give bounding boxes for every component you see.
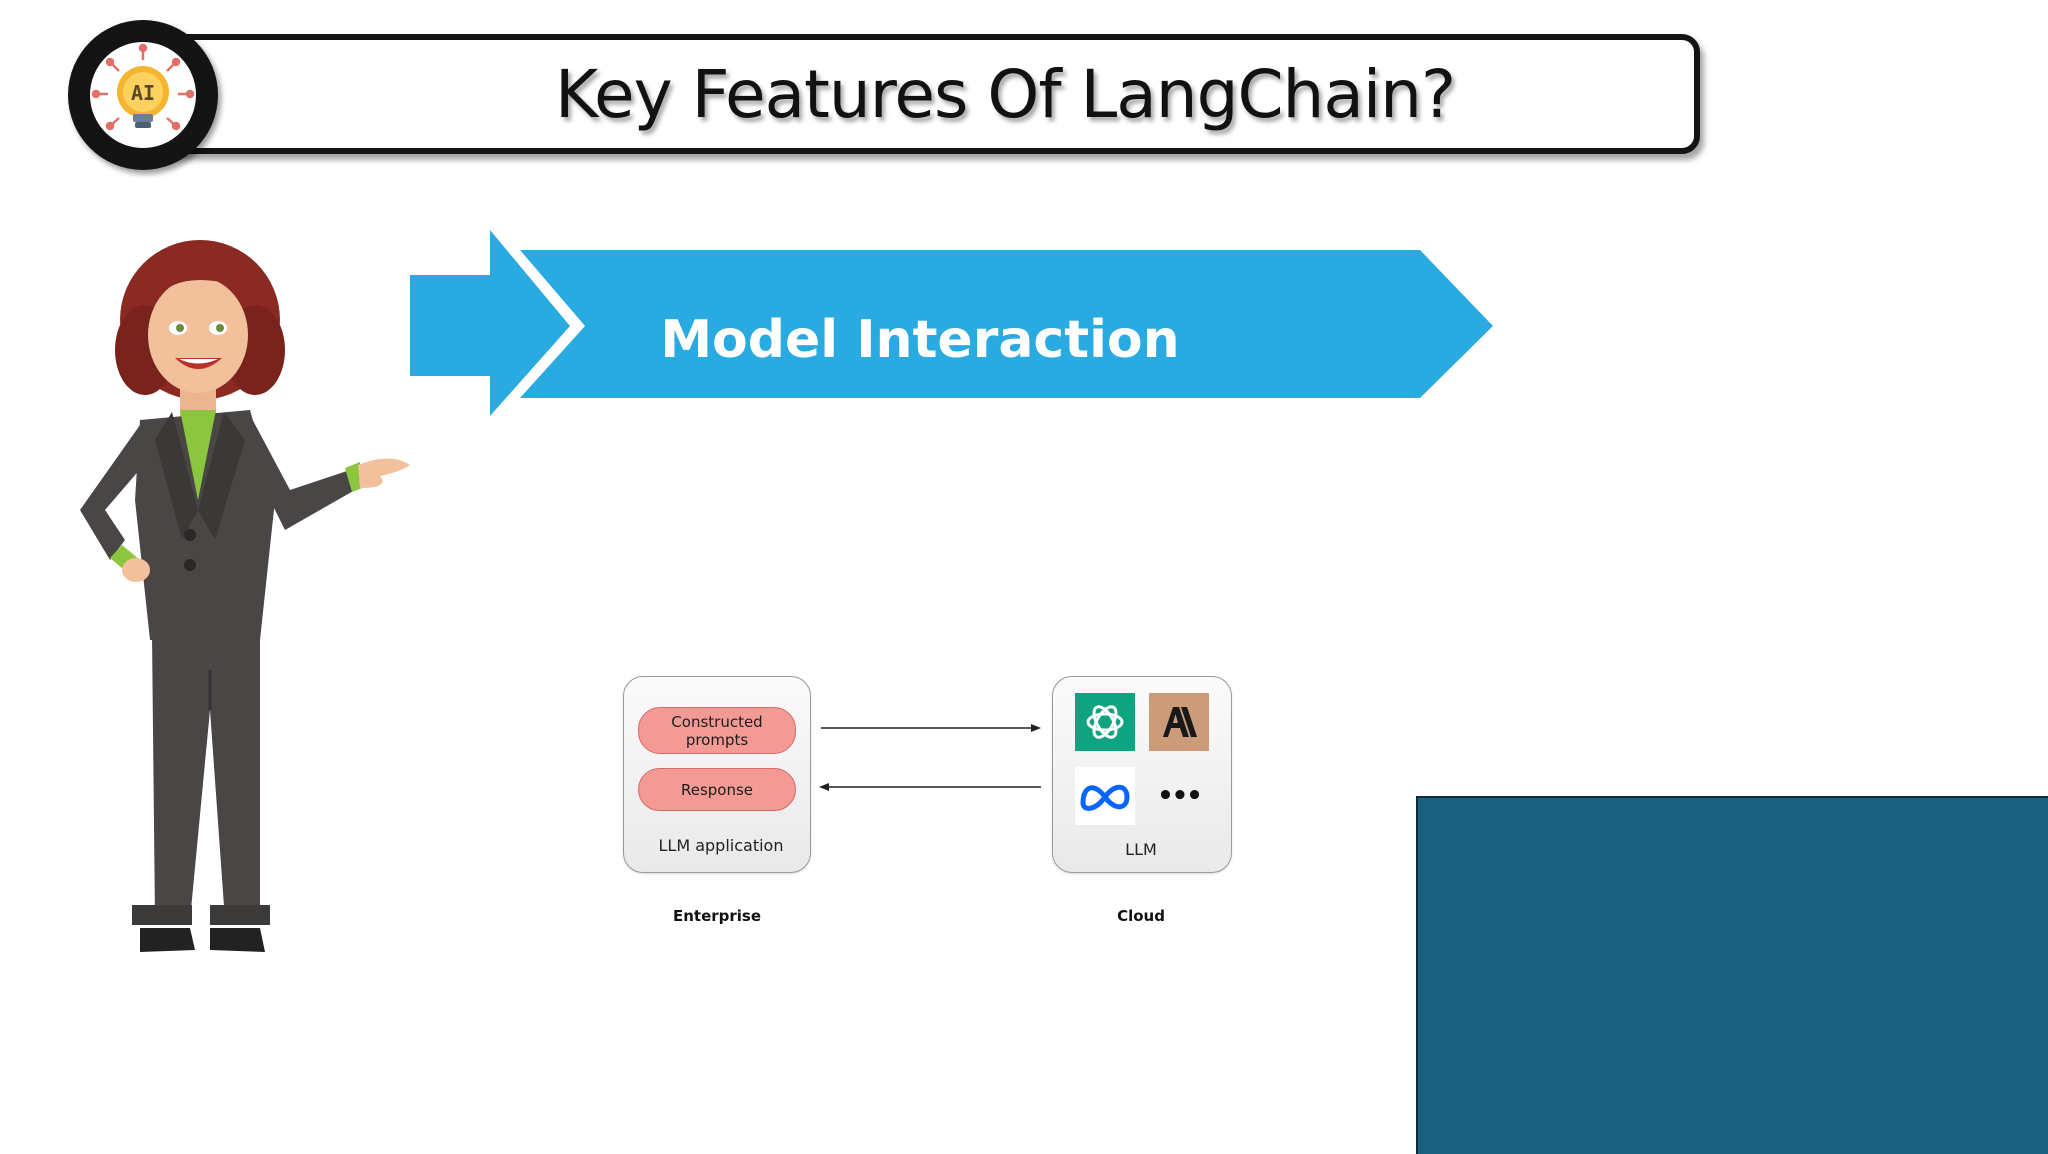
openai-icon bbox=[1075, 693, 1135, 751]
ai-bulb-graphic: AI bbox=[91, 43, 195, 131]
constructed-prompts-pill: Constructed prompts bbox=[638, 707, 796, 754]
title-banner bbox=[160, 34, 1700, 154]
page-title: Key Features Of LangChain? bbox=[554, 55, 1456, 133]
feature-arrow-banner bbox=[410, 230, 1493, 416]
response-pill: Response bbox=[638, 768, 796, 811]
enterprise-caption: Enterprise bbox=[672, 907, 762, 925]
meta-icon bbox=[1075, 767, 1135, 825]
cloud-caption: Cloud bbox=[1117, 907, 1165, 925]
presenter-illustration bbox=[60, 240, 440, 964]
ai-bulb-icon: AI bbox=[90, 42, 196, 148]
llm-label: LLM bbox=[1125, 840, 1157, 859]
more-icon: ••• bbox=[1157, 781, 1203, 811]
feature-label: Model Interaction bbox=[660, 310, 1180, 370]
anthropic-icon bbox=[1149, 693, 1209, 751]
llm-application-label: LLM application bbox=[658, 836, 784, 855]
request-response-arrows bbox=[819, 724, 1041, 791]
webcam-overlay-box bbox=[1416, 796, 2048, 1154]
logo-text: AI bbox=[131, 81, 155, 105]
